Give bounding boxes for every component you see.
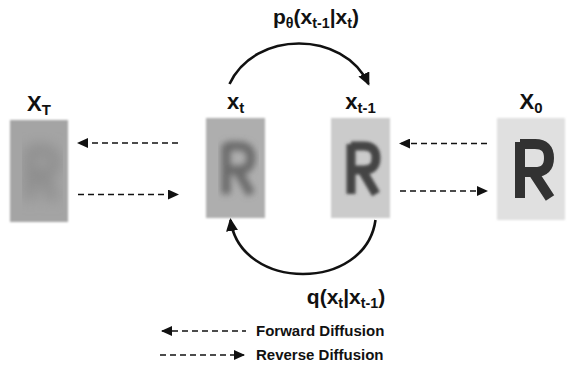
subscript: T bbox=[42, 101, 51, 118]
noisy-image bbox=[10, 120, 68, 222]
image-slot bbox=[497, 116, 565, 218]
subscript: t bbox=[347, 15, 352, 31]
clean-image bbox=[497, 118, 565, 220]
legend-text: Reverse Diffusion bbox=[256, 345, 384, 365]
image-slot bbox=[331, 116, 390, 216]
subscript: t bbox=[338, 295, 343, 311]
diffusion-arrow bbox=[400, 143, 487, 145]
legend-text: Forward Diffusion bbox=[256, 321, 384, 341]
image-slot bbox=[10, 118, 68, 220]
subscript: 0 bbox=[534, 99, 542, 116]
step-label: xt-1 bbox=[329, 88, 392, 116]
forward-sample bbox=[162, 330, 246, 332]
partly-noisy-image bbox=[206, 118, 265, 218]
diffusion-arrow bbox=[78, 194, 178, 196]
image-node: xt-1 bbox=[329, 88, 392, 216]
less-noisy-image bbox=[331, 118, 390, 218]
step-label: XT bbox=[8, 90, 70, 118]
transition-arrow bbox=[230, 44, 369, 85]
image-slot bbox=[206, 116, 265, 216]
image-node: X0 bbox=[495, 88, 567, 218]
subscript: t-1 bbox=[361, 295, 378, 311]
transition-arrow bbox=[231, 220, 376, 274]
step-label: X0 bbox=[495, 88, 567, 116]
subscript: t-1 bbox=[312, 15, 329, 31]
transition-label: q(xt|xt-1) bbox=[307, 284, 385, 310]
subscript: t bbox=[239, 99, 244, 116]
image-node: XT bbox=[8, 90, 70, 220]
reverse-sample bbox=[160, 354, 244, 356]
transition-label: pθ(xt-1|xt) bbox=[273, 4, 359, 30]
image-node: xt bbox=[204, 88, 267, 216]
subscript: t-1 bbox=[357, 99, 375, 116]
subscript: θ bbox=[286, 15, 294, 31]
diffusion-arrow bbox=[400, 190, 487, 192]
step-label: xt bbox=[204, 88, 267, 116]
diffusion-arrow bbox=[78, 142, 178, 144]
